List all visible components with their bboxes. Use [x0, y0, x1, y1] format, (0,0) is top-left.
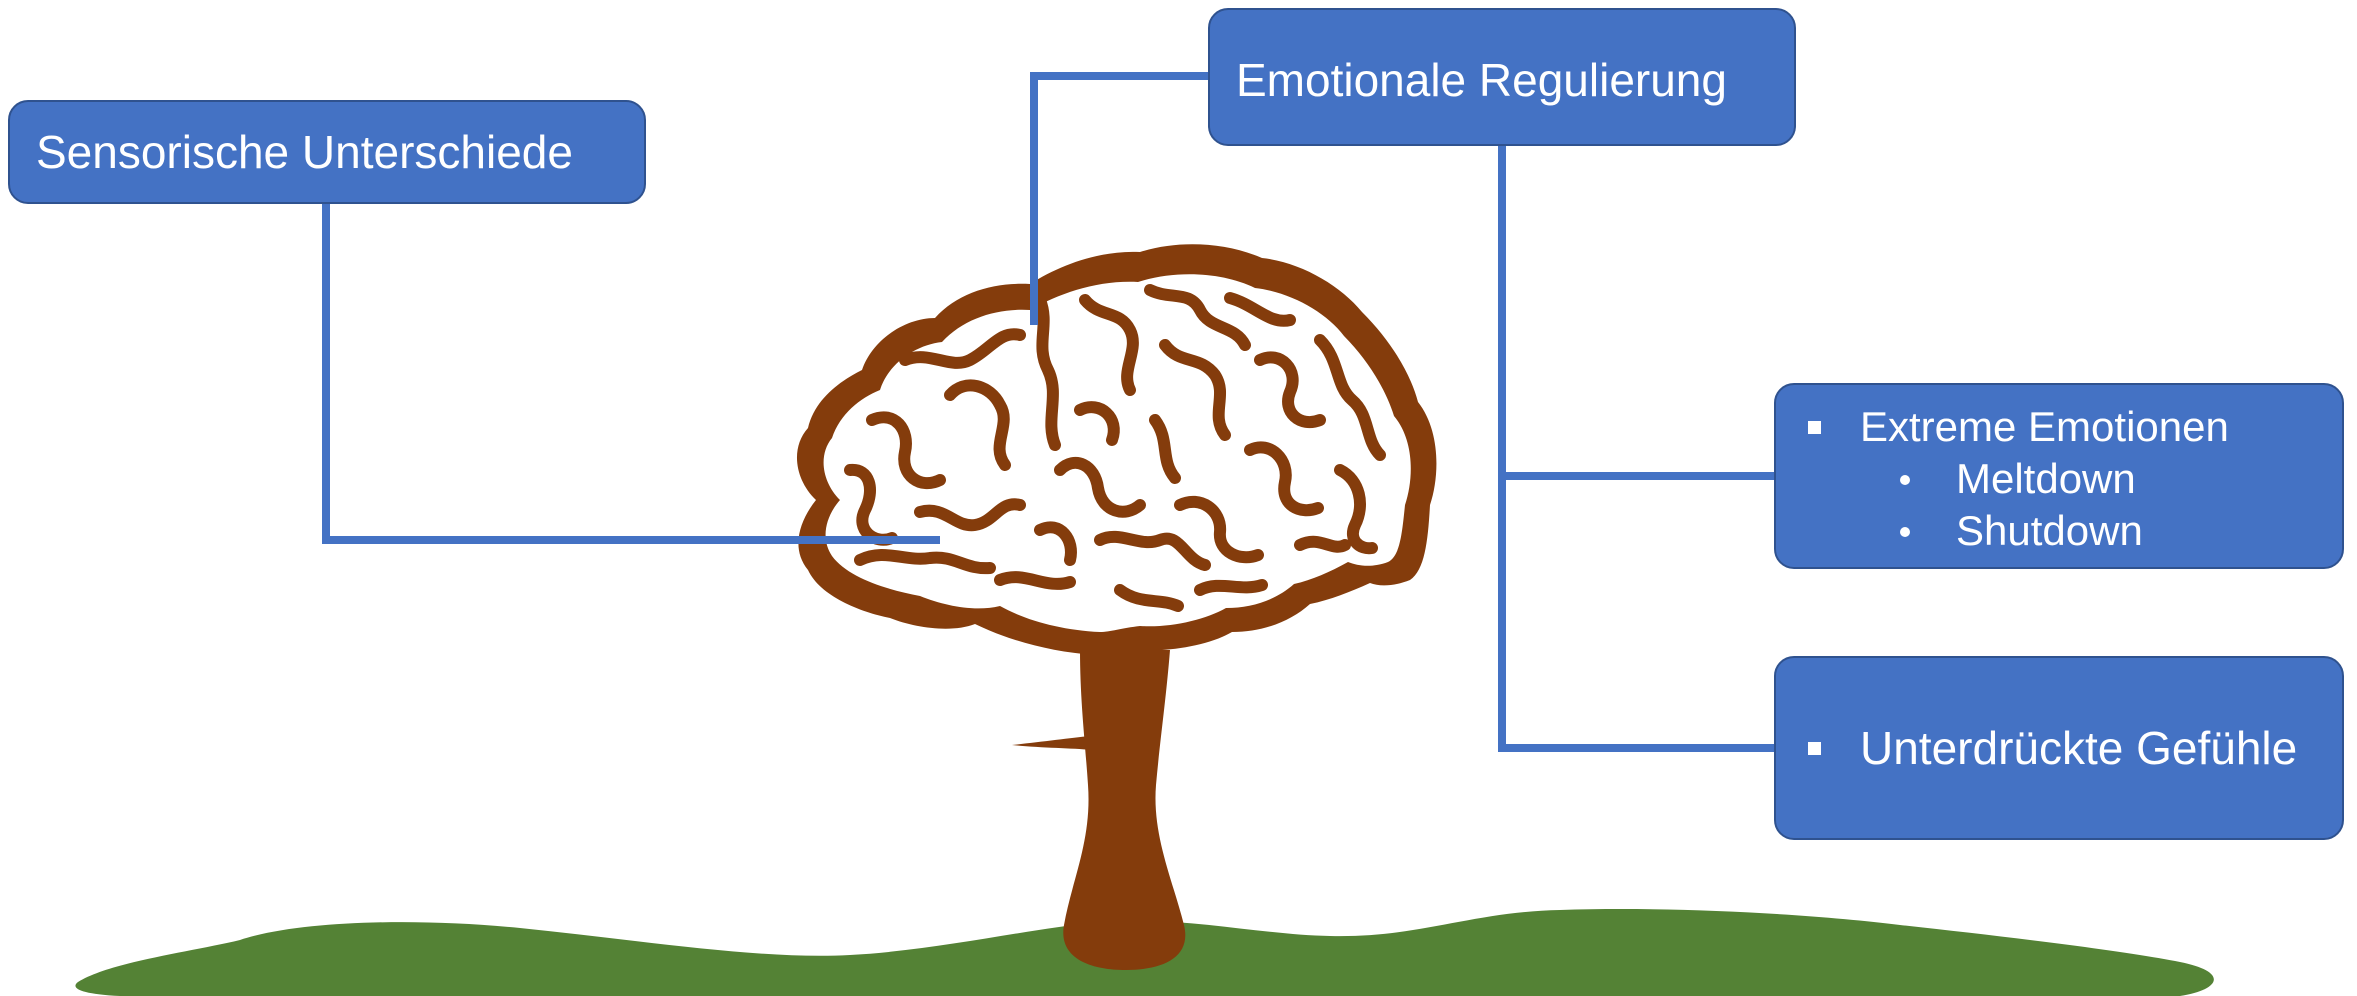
node-sensory-label: Sensorische Unterschiede: [36, 126, 573, 178]
connector-lines: [322, 72, 1774, 752]
node-extreme: Extreme Emotionen Meltdown Shutdown: [1774, 383, 2344, 569]
bullet-square-icon: [1808, 742, 1821, 755]
connector-emotion-brain: [1030, 72, 1208, 325]
connector-sensory: [322, 204, 940, 544]
node-emotion-label: Emotionale Regulierung: [1236, 54, 1727, 106]
sub-item-meltdown: Meltdown: [1956, 455, 2136, 502]
node-sensory: Sensorische Unterschiede: [8, 100, 646, 204]
node-suppressed: Unterdrückte Gefühle: [1774, 656, 2344, 840]
node-emotion: Emotionale Regulierung: [1208, 8, 1796, 146]
bullet-dot-icon: [1900, 475, 1910, 485]
node-extreme-label: Extreme Emotionen: [1860, 403, 2229, 450]
connector-emotion-branches: [1498, 146, 1774, 752]
bullet-dot-icon: [1900, 527, 1910, 537]
bullet-square-icon: [1808, 421, 1821, 434]
tree-trunk: [1012, 650, 1186, 970]
node-suppressed-label: Unterdrückte Gefühle: [1860, 722, 2298, 774]
sub-item-shutdown: Shutdown: [1956, 507, 2143, 554]
brain-icon: [796, 244, 1437, 656]
